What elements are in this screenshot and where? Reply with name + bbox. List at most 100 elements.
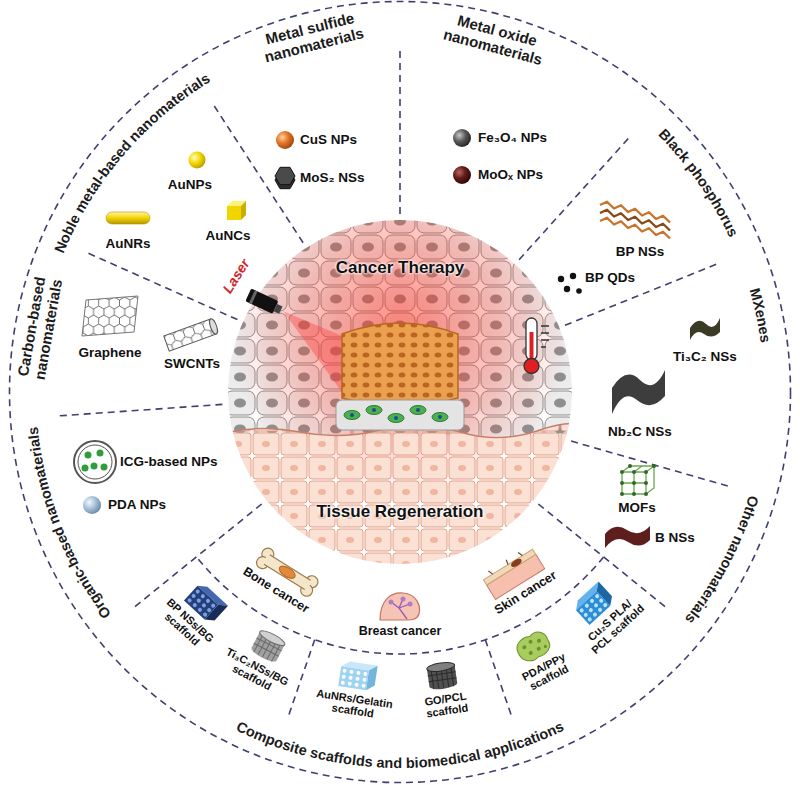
carbon-nanotube	[164, 318, 219, 351]
sector-divider	[571, 441, 732, 487]
augel-group: AuNRs/Gelatin scaffold	[312, 655, 399, 723]
gold-nanoparticle	[189, 152, 206, 169]
cu2s-icon	[593, 603, 599, 609]
breast-icon	[391, 599, 410, 619]
icg-nanoparticle	[74, 441, 116, 483]
icg-nanoparticle	[85, 452, 92, 459]
thermometer-icon	[524, 359, 539, 374]
pdappy-icon	[521, 645, 526, 650]
bp-quantum-dots	[558, 273, 582, 294]
bpbg-icon	[192, 602, 198, 608]
graphene-sheet	[82, 296, 138, 336]
material-label: Fe₃O₄ NPs	[478, 130, 547, 146]
category-title: MXenes	[747, 286, 774, 343]
material-label: Ti₃C₂ NSs	[673, 349, 737, 365]
icg-nanoparticle	[101, 464, 108, 471]
category-title: Black phosphorus	[655, 126, 741, 240]
implant-scaffold	[350, 408, 442, 420]
material-label: Nb₂C NSs	[608, 424, 672, 440]
mof-lattice	[622, 472, 646, 494]
carbon-nanotube	[164, 319, 216, 351]
pdappy-icon	[536, 646, 541, 651]
category-title: Black phosphorus	[655, 126, 741, 240]
bpbg-icon	[187, 598, 193, 604]
laser-device	[245, 289, 284, 317]
gold-nanocage	[227, 206, 241, 220]
implant-scaffold	[336, 323, 464, 430]
cu2s-icon	[587, 617, 593, 623]
material-label: MoOₓ NPs	[478, 167, 543, 183]
implant-scaffold	[438, 415, 442, 419]
laser-device	[249, 290, 258, 304]
gopcl-icon	[429, 677, 457, 681]
material-label: CuS NPs	[300, 132, 357, 148]
cu2s-icon	[592, 612, 598, 618]
implant-scaffold	[344, 406, 448, 423]
mof-lattice	[644, 481, 648, 485]
pdappy-icon	[520, 634, 547, 657]
breast-group: Breast cancer	[356, 590, 444, 638]
bp-quantum-dots	[576, 288, 582, 294]
gold-nanocage	[227, 201, 246, 220]
pda-nanoparticle	[83, 496, 101, 514]
cus-nanoparticle	[276, 131, 294, 149]
icg-nanoparticle	[97, 450, 104, 457]
implant-scaffold	[416, 408, 420, 412]
cancer-type-label: Breast cancer	[356, 624, 444, 638]
augel-icon	[347, 681, 352, 686]
augel-icon	[338, 666, 369, 690]
sector-divider	[538, 504, 668, 609]
gold-nanorod	[106, 212, 150, 224]
bpbg-icon	[211, 603, 217, 609]
breast-icon	[389, 600, 394, 605]
sector-divider	[485, 640, 512, 719]
implant-scaffold	[350, 413, 354, 417]
implant-scaffold	[344, 411, 360, 420]
mof-lattice	[644, 492, 648, 496]
icg-nanoparticle	[78, 445, 112, 479]
mof-lattice	[652, 464, 656, 468]
sector-divider	[56, 404, 223, 416]
gopcl-icon	[428, 671, 456, 675]
implant-scaffold	[336, 400, 464, 430]
bpbg-icon	[203, 612, 209, 618]
material-label: PDA NPs	[108, 497, 166, 513]
material-label: AuNCs	[205, 228, 250, 244]
implant-scaffold	[432, 413, 448, 422]
bp-nanosheet	[600, 202, 670, 239]
fe3o4-nanoparticle	[453, 129, 471, 147]
augel-icon	[362, 677, 367, 682]
tibg-icon	[253, 643, 278, 656]
category-title: Noble metal-based nanomaterials	[51, 70, 212, 255]
cu2s-icon	[572, 582, 603, 611]
bpbg-icon	[207, 607, 213, 613]
mof-lattice	[632, 481, 636, 485]
sector-divider	[399, 47, 401, 214]
mof-lattice	[644, 470, 648, 474]
moox-nanoparticle	[453, 166, 471, 184]
skin-icon	[509, 557, 522, 568]
bone-icon	[278, 563, 298, 580]
mof-lattice	[620, 464, 656, 496]
cu2s-icon	[597, 607, 603, 613]
laser-device	[245, 289, 278, 314]
gopcl-icon	[451, 667, 454, 686]
category-title: Composite scaffolds and biomedical appli…	[234, 718, 566, 771]
category-title: Organic-based nanomaterials	[25, 426, 114, 621]
bp-quantum-dots	[564, 286, 570, 292]
mof-lattice	[622, 466, 654, 494]
implant-scaffold	[342, 323, 458, 406]
laser-beam	[283, 311, 342, 392]
gopcl-group: GO/PCL scaffold	[401, 655, 488, 723]
material-label: MOFs	[618, 500, 656, 516]
cu2s-icon	[594, 594, 600, 600]
bpbg-icon	[191, 593, 197, 599]
thermometer-icon	[530, 332, 534, 362]
icg-nanoparticle	[82, 465, 89, 472]
augel-icon	[340, 680, 345, 685]
mof-lattice	[632, 470, 636, 474]
mos2-nanosheet	[275, 167, 295, 188]
bpbg-icon	[205, 598, 211, 604]
